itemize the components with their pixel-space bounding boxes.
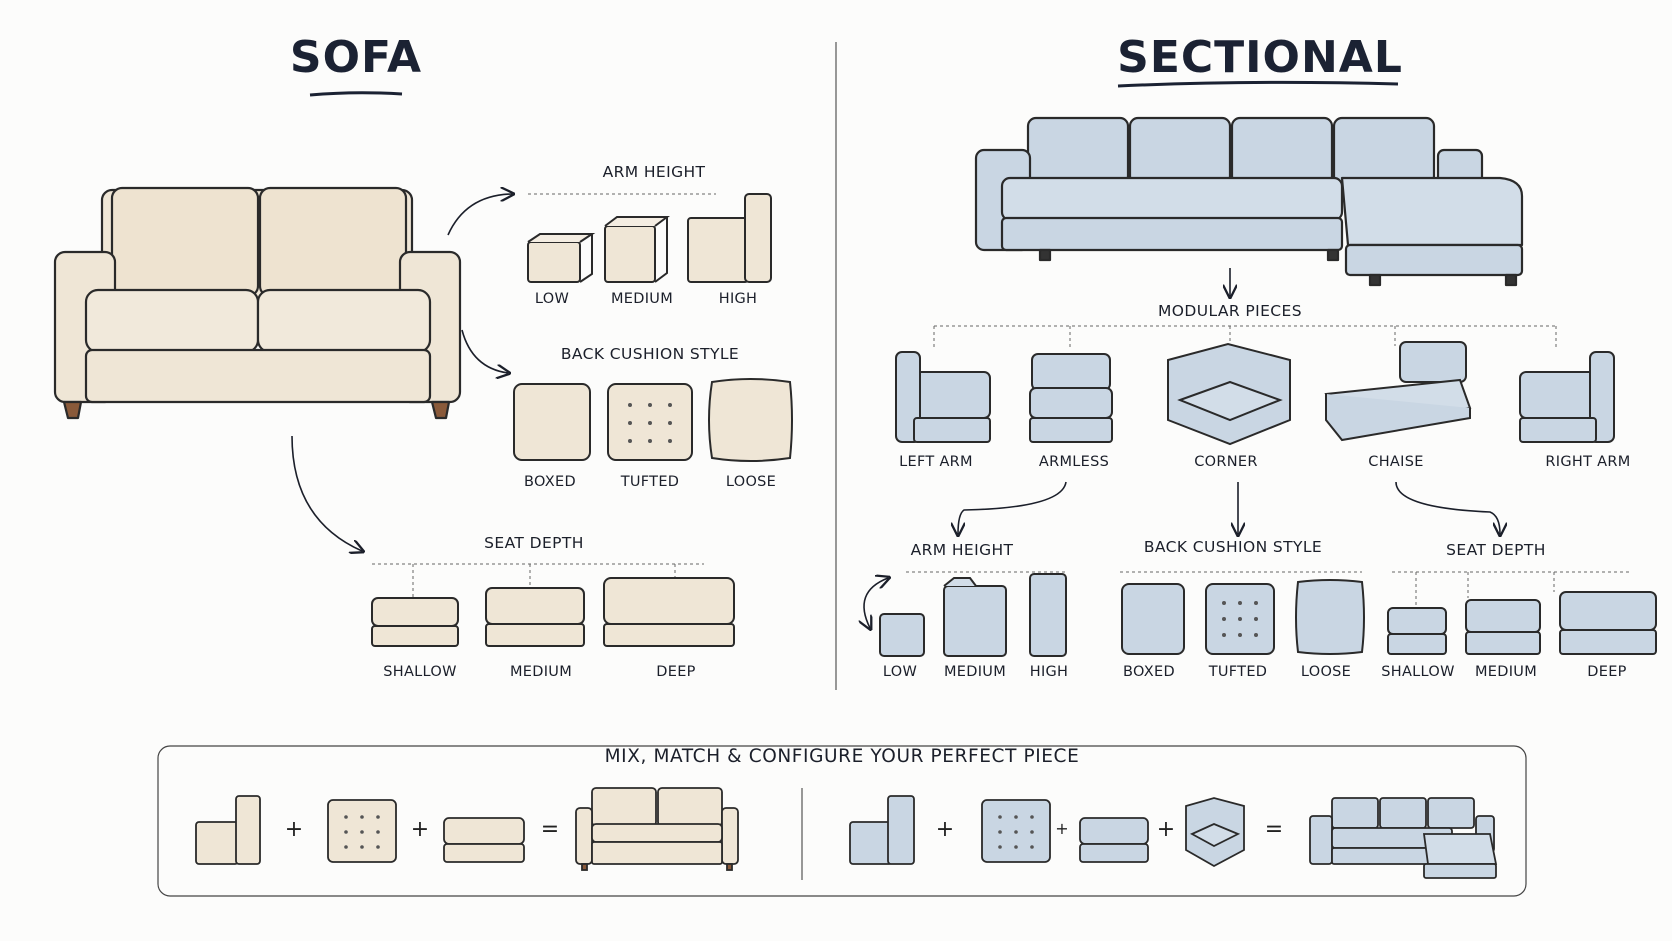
arrow-icon — [291, 435, 362, 551]
guide-lines — [933, 325, 1557, 350]
sofa-icon — [575, 787, 739, 871]
cushion-icon — [327, 799, 397, 863]
sofa-illustration — [53, 186, 462, 420]
sofa-cushion-boxed-label: BOXED — [524, 474, 576, 490]
seat-cushion-icon — [1079, 817, 1149, 863]
piece-right-arm-label: RIGHT ARM — [1545, 454, 1631, 470]
sectional-cushion-boxed-label: BOXED — [1123, 664, 1175, 680]
arm-block-icon — [687, 193, 772, 283]
equals-sign: = — [1264, 817, 1284, 842]
cushion-icon — [708, 378, 793, 462]
sectional-icon — [1309, 797, 1498, 879]
right-arm-piece-icon — [1519, 351, 1615, 443]
sectional-seat-deep-label: DEEP — [1587, 664, 1627, 680]
guide-lines — [906, 571, 1630, 608]
left-arm-piece-icon — [895, 351, 991, 443]
equals-sign: = — [540, 817, 560, 842]
sofa-cushion-tufted-label: TUFTED — [620, 474, 680, 490]
sofa-arm-low-label: LOW — [534, 291, 570, 307]
seat-cushion-icon — [1387, 607, 1447, 655]
sectional-seat-shallow-label: SHALLOW — [1381, 664, 1455, 680]
arrow-icon — [461, 329, 508, 373]
cushion-icon — [1295, 579, 1365, 655]
sectional-cushion-tufted-label: TUFTED — [1208, 664, 1268, 680]
arm-block-icon — [195, 795, 261, 865]
arm-block-icon — [879, 613, 925, 657]
sofa-cushion-loose-label: LOOSE — [725, 474, 777, 490]
seat-cushion-icon — [485, 587, 585, 647]
sectional-seat-depth-heading: SEAT DEPTH — [1446, 541, 1546, 559]
cushion-icon — [513, 383, 591, 461]
plus-sign: + — [1055, 819, 1069, 838]
arm-block-icon — [1029, 573, 1067, 657]
sectional-arm-medium-label: MEDIUM — [943, 664, 1007, 680]
seat-cushion-icon — [443, 817, 525, 863]
sectional-cushion-loose-label: LOOSE — [1300, 664, 1352, 680]
plus-sign: + — [410, 817, 430, 842]
piece-armless-label: ARMLESS — [1038, 454, 1110, 470]
sectional-arm-low-label: LOW — [882, 664, 918, 680]
arrow-icon — [1395, 481, 1500, 534]
arrow-icon — [958, 481, 1067, 534]
piece-left-arm-label: LEFT ARM — [899, 454, 973, 470]
corner-piece-icon — [1167, 342, 1291, 446]
seat-cushion-icon — [371, 597, 459, 647]
sectional-back-cushion-heading: BACK CUSHION STYLE — [1143, 538, 1323, 556]
sectional-title: SECTIONAL — [1117, 32, 1403, 83]
seat-cushion-icon — [1465, 599, 1541, 655]
arm-block-icon — [849, 795, 915, 865]
cushion-icon — [981, 799, 1051, 863]
sofa-seat-deep-label: DEEP — [656, 664, 696, 680]
piece-chaise-label: CHAISE — [1368, 454, 1424, 470]
sofa-title: SOFA — [289, 32, 423, 83]
sofa-arm-height-heading: ARM HEIGHT — [602, 163, 706, 181]
corner-piece-icon — [1185, 797, 1245, 868]
arrow-icon — [447, 194, 512, 236]
banner-frame — [157, 745, 1527, 897]
sectional-arm-high-label: HIGH — [1029, 664, 1069, 680]
sofa-arm-high-label: HIGH — [718, 291, 758, 307]
curved-arrow-icon — [864, 578, 888, 628]
guide-lines — [372, 193, 716, 598]
cushion-icon — [1121, 583, 1185, 655]
piece-corner-label: CORNER — [1194, 454, 1258, 470]
sofa-seat-depth-heading: SEAT DEPTH — [484, 534, 584, 552]
sectional-arm-height-heading: ARM HEIGHT — [910, 541, 1014, 559]
cushion-icon — [1205, 583, 1275, 655]
plus-sign: + — [935, 817, 955, 842]
arm-block-icon — [943, 577, 1007, 657]
cushion-icon — [607, 383, 693, 461]
sofa-seat-medium-label: MEDIUM — [509, 664, 573, 680]
arm-block-icon — [604, 216, 670, 283]
sofa-seat-shallow-label: SHALLOW — [383, 664, 457, 680]
modular-pieces-heading: MODULAR PIECES — [1158, 302, 1302, 320]
chaise-piece-icon — [1324, 341, 1472, 442]
seat-cushion-icon — [603, 577, 735, 647]
sofa-title-underline — [309, 91, 403, 97]
sectional-illustration — [974, 116, 1524, 287]
seat-cushion-icon — [1559, 591, 1657, 655]
sectional-seat-medium-label: MEDIUM — [1474, 664, 1538, 680]
armless-piece-icon — [1029, 353, 1113, 443]
sofa-arm-medium-label: MEDIUM — [610, 291, 674, 307]
plus-sign: + — [1156, 817, 1176, 842]
arm-block-icon — [527, 233, 596, 283]
sofa-back-cushion-heading: BACK CUSHION STYLE — [560, 345, 740, 363]
sectional-title-underline — [1117, 80, 1399, 88]
banner-title: MIX, MATCH & CONFIGURE YOUR PERFECT PIEC… — [594, 747, 1090, 767]
plus-sign: + — [284, 817, 304, 842]
